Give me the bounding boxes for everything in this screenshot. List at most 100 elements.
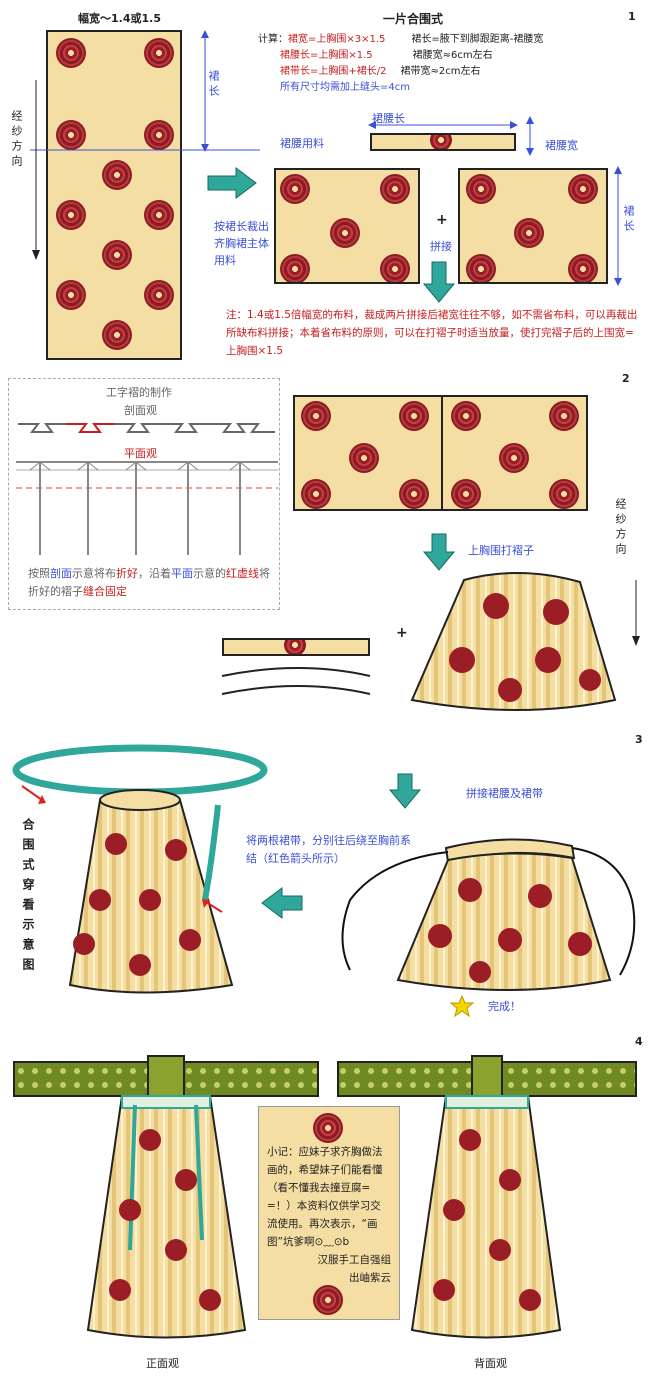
flower-motif: [280, 174, 310, 204]
flower-motif: [56, 280, 86, 310]
flower-motif: [399, 479, 429, 509]
author-note: 小记：应妹子求齐胸做法画的，希望妹子们能看懂（看不懂我去撞豆腐= =！）本资料仅…: [258, 1106, 400, 1320]
flower-motif: [451, 479, 481, 509]
joined-fabric: [293, 395, 588, 511]
section-number-4: 4: [635, 1035, 643, 1048]
skirt-length-label: 裙长: [207, 70, 220, 100]
calc-line2a: 裙腰长=上胸围×1.5: [280, 50, 373, 61]
flower-motif: [399, 401, 429, 431]
flower-motif: [380, 174, 410, 204]
flower-motif: [284, 640, 306, 654]
flower-motif: [144, 280, 174, 310]
tie-instruction: 将两根裙带，分别往后绕至胸前系结（红色箭头所示）: [246, 834, 411, 865]
flower-motif: [102, 320, 132, 350]
wrap-diagram-label: 合围式穿看示意图: [21, 818, 35, 978]
warp-direction-label: 经纱方向: [10, 110, 23, 170]
flower-motif: [349, 443, 379, 473]
section-view-label: 剖面观: [124, 404, 157, 417]
front-view-label: 正面观: [146, 1357, 179, 1370]
flower-motif: [568, 174, 598, 204]
plus-sign-2: +: [396, 625, 408, 641]
flower-motif: [466, 174, 496, 204]
instr-part: 示意的: [193, 567, 226, 580]
calc-line1a: 裙宽=上胸围×3×1.5: [288, 34, 386, 45]
flower-motif: [568, 254, 598, 282]
flower-motif: [301, 479, 331, 509]
skirt-length-label-2: 裙长: [622, 205, 635, 235]
plan-view-label: 平面观: [124, 447, 157, 460]
flower-motif: [56, 200, 86, 230]
back-view-label: 背面观: [474, 1357, 507, 1370]
pleat-label: 上胸围打褶子: [468, 544, 534, 557]
flower-motif: [380, 254, 410, 282]
note-text: 小记：应妹子求齐胸做法画的，希望妹子们能看懂（看不懂我去撞豆腐= =！）本资料仅…: [267, 1146, 383, 1248]
calc-line3b: 裙带宽≈2cm左右: [400, 66, 481, 77]
flower-motif: [56, 120, 86, 150]
box-pleat-legend: [8, 378, 280, 610]
flower-motif: [56, 38, 86, 68]
waist-band-fabric-2: [222, 638, 370, 656]
join-label: 拼接: [430, 240, 452, 253]
flower-motif: [499, 443, 529, 473]
note-credit-2: 出岫紫云: [349, 1272, 391, 1284]
fabric-note: 注：1.4或1.5倍幅宽的布料，裁成两片拼接后裙宽往往不够，如不需省布料，可以再…: [226, 309, 638, 357]
instr-part: 剖面: [50, 567, 72, 580]
flower-motif: [102, 160, 132, 190]
flower-motif: [313, 1113, 343, 1143]
cut-instruction: 按裙长裁出齐胸裙主体用料: [214, 220, 269, 267]
flower-motif: [549, 401, 579, 431]
warp-direction-label-2: 经纱方向: [614, 498, 627, 558]
skirt-panel-right: [458, 168, 608, 284]
calc-line3a: 裙带长=上胸围+裙长/2: [280, 66, 387, 77]
flower-motif: [301, 401, 331, 431]
waist-length-label: 裙腰长: [372, 112, 405, 125]
flower-motif: [102, 240, 132, 270]
waist-band-fabric: [370, 133, 516, 151]
section-number-2: 2: [622, 372, 630, 385]
instr-part: 红虚线: [226, 567, 259, 580]
instr-part: ，沿着: [138, 567, 171, 580]
width-label: 幅宽～1.4或1.5: [78, 12, 161, 25]
plus-sign: +: [436, 212, 448, 228]
calc-line1b: 裙长=腋下到脚跟距离-裙腰宽: [411, 34, 544, 45]
flower-motif: [280, 254, 310, 282]
waist-fabric-label: 裙腰用料: [280, 137, 324, 150]
note-credit-1: 汉服手工自强组: [317, 1254, 392, 1266]
legend-title: 工字褶的制作: [106, 386, 172, 399]
join-waist-label: 拼接裙腰及裙带: [466, 787, 543, 800]
instr-part: 按照: [28, 567, 50, 580]
calc-prefix: 计算：: [258, 34, 288, 45]
calculation-block: 计算：裙宽=上胸围×3×1.5 裙长=腋下到脚跟距离-裙腰宽 裙腰长=上胸围×1.…: [258, 32, 588, 96]
flower-motif: [514, 218, 544, 248]
section-number-3: 3: [635, 733, 643, 746]
flower-motif: [330, 218, 360, 248]
seam-line: [441, 397, 443, 509]
done-label: 完成！: [488, 1000, 521, 1013]
skirt-panel-left: [274, 168, 420, 284]
flower-motif: [144, 38, 174, 68]
flower-motif: [466, 254, 496, 282]
instr-part: 示意将布: [72, 567, 116, 580]
page-title: 一片合围式: [383, 12, 444, 26]
instr-part: 平面: [171, 567, 193, 580]
instr-part: 折好: [116, 567, 138, 580]
flower-motif: [144, 200, 174, 230]
instr-part: 缝合固定: [83, 585, 127, 598]
instr-part: 将折好的褶子: [28, 567, 270, 598]
calc-line2b: 裙腰宽≈6cm左右: [412, 50, 493, 61]
flower-motif: [549, 479, 579, 509]
fabric-full-panel: [46, 30, 182, 360]
waist-width-label: 裙腰宽: [545, 139, 578, 152]
calc-line4: 所有尺寸均需加上缝头=4cm: [280, 82, 410, 93]
flower-motif: [430, 135, 452, 149]
flower-motif: [313, 1285, 343, 1315]
flower-motif: [144, 120, 174, 150]
flower-motif: [451, 401, 481, 431]
section-number-1: 1: [628, 10, 636, 23]
pleat-instruction: 按照剖面示意将布折好，沿着平面示意的红虚线将折好的褶子缝合固定: [28, 565, 274, 601]
